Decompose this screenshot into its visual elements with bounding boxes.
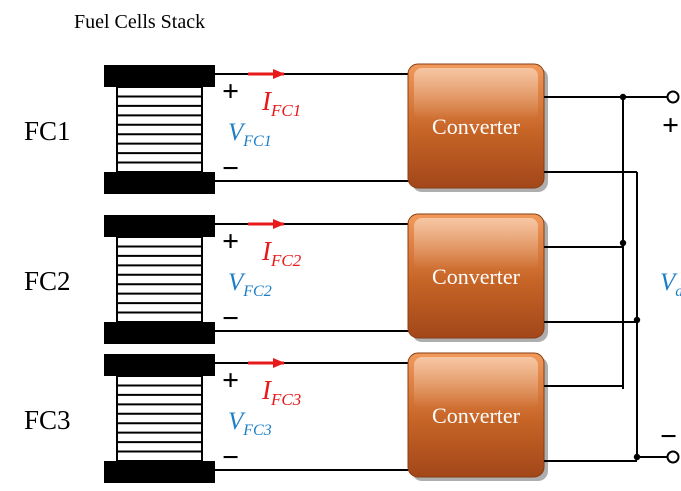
output-voltage-symbol: V bbox=[660, 269, 678, 296]
fuel-cell-label: FC3 bbox=[24, 405, 71, 435]
converter-highlight bbox=[414, 68, 538, 120]
current-label: IFC1 bbox=[261, 86, 301, 120]
output-voltage-subscript: dc bbox=[675, 283, 681, 300]
current-subscript: FC3 bbox=[270, 390, 301, 409]
junction-dot bbox=[619, 239, 627, 247]
current-subscript: FC2 bbox=[270, 251, 302, 270]
diagram-title: Fuel Cells Stack bbox=[74, 11, 205, 33]
cell-body bbox=[116, 375, 203, 462]
current-label: IFC2 bbox=[261, 236, 302, 270]
stack-minus-sign: − bbox=[222, 302, 239, 335]
voltage-subscript: FC1 bbox=[242, 133, 271, 150]
voltage-label: VFC1 bbox=[228, 119, 272, 150]
converter-highlight bbox=[414, 357, 538, 409]
bottom-end-plate bbox=[104, 461, 215, 483]
output-voltage-label: Vdc bbox=[660, 269, 681, 300]
bottom-end-plate bbox=[104, 172, 215, 194]
top-end-plate bbox=[104, 215, 215, 237]
bottom-end-plate bbox=[104, 322, 215, 344]
fuel-cell-label: FC2 bbox=[24, 266, 71, 296]
voltage-label: VFC2 bbox=[228, 269, 272, 300]
negative-output-terminal bbox=[666, 450, 680, 464]
stack-plus-sign: + bbox=[222, 75, 239, 108]
current-label: IFC3 bbox=[261, 375, 301, 409]
cell-body bbox=[116, 236, 203, 323]
stack-plus-sign: + bbox=[222, 364, 239, 397]
stack-plus-sign: + bbox=[222, 225, 239, 258]
voltage-label: VFC3 bbox=[228, 408, 272, 439]
output-plus-sign: + bbox=[662, 109, 679, 142]
cell-body bbox=[116, 86, 203, 173]
voltage-symbol: V bbox=[228, 119, 246, 146]
junction-dot bbox=[633, 316, 641, 324]
stack-minus-sign: − bbox=[222, 441, 239, 474]
fuel-cell-label: FC1 bbox=[24, 116, 71, 146]
converter-label: Converter bbox=[432, 403, 521, 428]
top-end-plate bbox=[104, 354, 215, 376]
converter-highlight bbox=[414, 218, 538, 270]
converter-label: Converter bbox=[432, 114, 521, 139]
current-symbol: I bbox=[261, 236, 273, 266]
output-bus: + − Vdc bbox=[619, 90, 681, 464]
voltage-subscript: FC2 bbox=[242, 283, 271, 300]
junction-dot bbox=[633, 453, 641, 461]
current-subscript: FC1 bbox=[270, 101, 301, 120]
junction-dot bbox=[619, 93, 627, 101]
voltage-symbol: V bbox=[228, 408, 246, 435]
converter-label: Converter bbox=[432, 264, 521, 289]
positive-output-terminal bbox=[666, 90, 680, 104]
voltage-symbol: V bbox=[228, 269, 246, 296]
stack-minus-sign: − bbox=[222, 152, 239, 185]
current-symbol: I bbox=[261, 86, 273, 116]
top-end-plate bbox=[104, 65, 215, 87]
current-symbol: I bbox=[261, 375, 273, 405]
output-minus-sign: − bbox=[660, 420, 677, 453]
fuel-cell-stacks: FC1+−IFC1VFC1ConverterFC2+−IFC2VFC2Conve… bbox=[24, 63, 637, 483]
voltage-subscript: FC3 bbox=[242, 422, 271, 439]
